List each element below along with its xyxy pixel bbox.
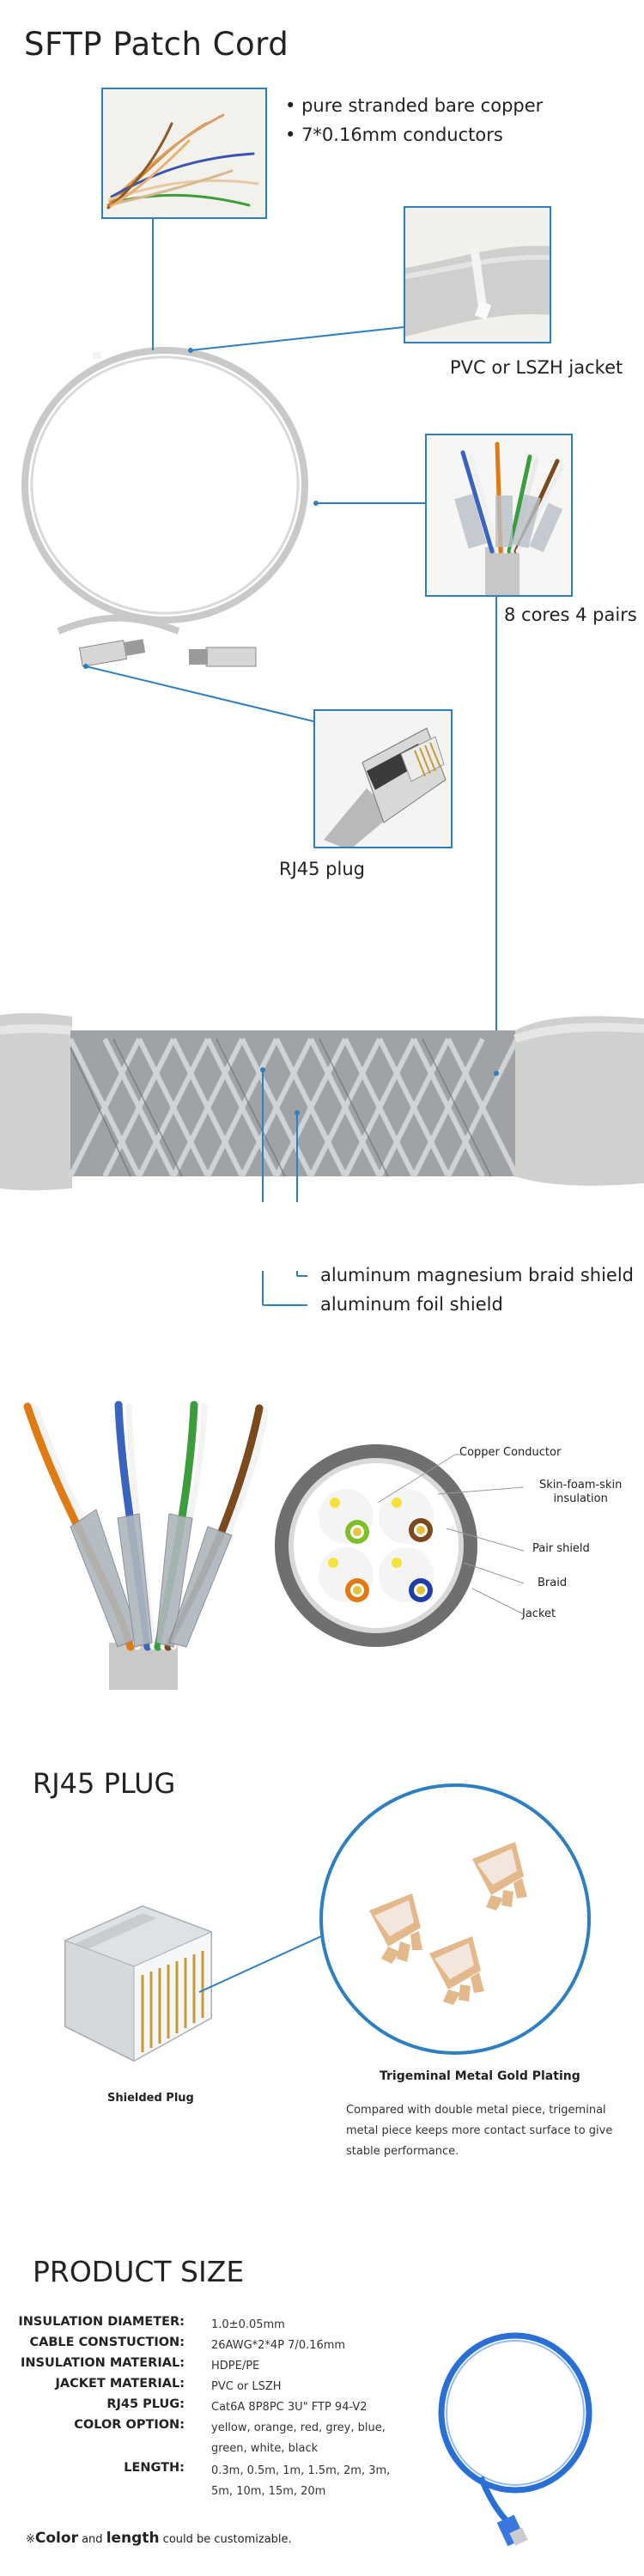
patch-cord-coil	[21, 347, 308, 667]
jacket-cs-label: Jacket	[522, 1607, 556, 1620]
skin-foam-label: Skin-foam-skin insulation	[539, 1479, 622, 1506]
gold-piece	[369, 1893, 422, 1964]
blue-patch-cord-image	[438, 2332, 592, 2546]
spec-value: yellow, orange, red, grey, blue, green, …	[211, 2421, 386, 2455]
copper-wires-photo	[101, 88, 267, 219]
braid-label: aluminum magnesium braid shield	[320, 1265, 634, 1285]
spec-key: RJ45 PLUG:	[106, 2397, 185, 2411]
spec-value: 1.0±0.05mm	[211, 2318, 285, 2331]
braid-cs-label: Braid	[538, 1577, 568, 1589]
cores-label: 8 cores 4 pairs	[504, 605, 637, 625]
jacket-label: PVC or LSZH jacket	[450, 357, 623, 378]
product-size-title: PRODUCT SIZE	[33, 2255, 245, 2288]
spec-value: 26AWG*2*4P 7/0.16mm	[211, 2339, 346, 2352]
page-title: SFTP Patch Cord	[24, 26, 289, 63]
pair-blue-white	[392, 1558, 433, 1602]
note-color: Color	[34, 2530, 78, 2547]
note-length: length	[106, 2530, 160, 2547]
spec-value: HDPE/PE	[211, 2360, 260, 2372]
note-mark: ※	[26, 2533, 35, 2546]
plating-description: Compared with double metal piece, trigem…	[346, 2104, 613, 2158]
feature-item: pure stranded bare copper	[285, 91, 543, 120]
twisted-pairs-photo	[425, 434, 573, 597]
feature-list: pure stranded bare copper 7*0.16mm condu…	[285, 91, 543, 149]
stripped-pairs-photo	[23, 1400, 268, 1690]
braid-leader-lines	[262, 1271, 307, 1306]
gold-plating-circle	[319, 1783, 591, 2055]
jacket-photo	[404, 206, 551, 343]
shielded-plug-label: Shielded Plug	[107, 2092, 194, 2105]
spec-value: 0.3m, 0.5m, 1m, 1.5m, 2m, 3m, 5m, 10m, 1…	[211, 2464, 391, 2498]
spec-key: LENGTH:	[124, 2461, 185, 2475]
shielded-plug-image	[64, 1905, 213, 2063]
rj45-plug-right	[189, 647, 257, 667]
pair-green-white	[330, 1498, 369, 1544]
leader-line	[152, 219, 154, 350]
cross-section-leaders	[377, 1454, 525, 1615]
pair-brown-white	[392, 1498, 433, 1542]
spec-key: INSULATION MATERIAL:	[20, 2356, 185, 2370]
spec-key: COLOR OPTION:	[74, 2418, 185, 2432]
copper-conductor-label: Copper Conductor	[459, 1446, 562, 1459]
feature-item: 7*0.16mm conductors	[285, 120, 543, 149]
rj45-section-title: RJ45 PLUG	[33, 1767, 176, 1800]
rj45-plug-photo	[313, 709, 453, 848]
customizable-note: ※Color and length could be customizable.	[26, 2530, 292, 2547]
skin-foam-line2: insulation	[553, 1492, 608, 1505]
leader-lines	[83, 326, 497, 1074]
spec-value: PVC or LSZH	[211, 2380, 282, 2393]
skin-foam-line1: Skin-foam-skin	[539, 1479, 623, 1492]
note-rest: could be customizable.	[159, 2533, 292, 2546]
plating-title: Trigeminal Metal Gold Plating	[380, 2069, 580, 2083]
note-and: and	[77, 2533, 106, 2546]
rj45-plug-left	[78, 639, 146, 667]
gold-piece	[472, 1842, 527, 1911]
plug-label: RJ45 plug	[279, 859, 365, 879]
spec-key: JACKET MATERIAL:	[55, 2377, 185, 2391]
cross-section-diagram	[275, 1444, 477, 1647]
gold-piece	[429, 1936, 484, 2005]
spec-key: CABLE CONSTUCTION:	[29, 2336, 185, 2349]
braided-cable-photo	[0, 1012, 644, 1202]
spec-key: INSULATION DIAMETER:	[18, 2315, 185, 2329]
pair-shield-label: Pair shield	[532, 1542, 590, 1555]
foil-label: aluminum foil shield	[320, 1294, 503, 1315]
pair-orange-white	[328, 1558, 369, 1602]
spec-value: Cat6A 8P8PC 3U" FTP 94-V2	[211, 2401, 368, 2414]
